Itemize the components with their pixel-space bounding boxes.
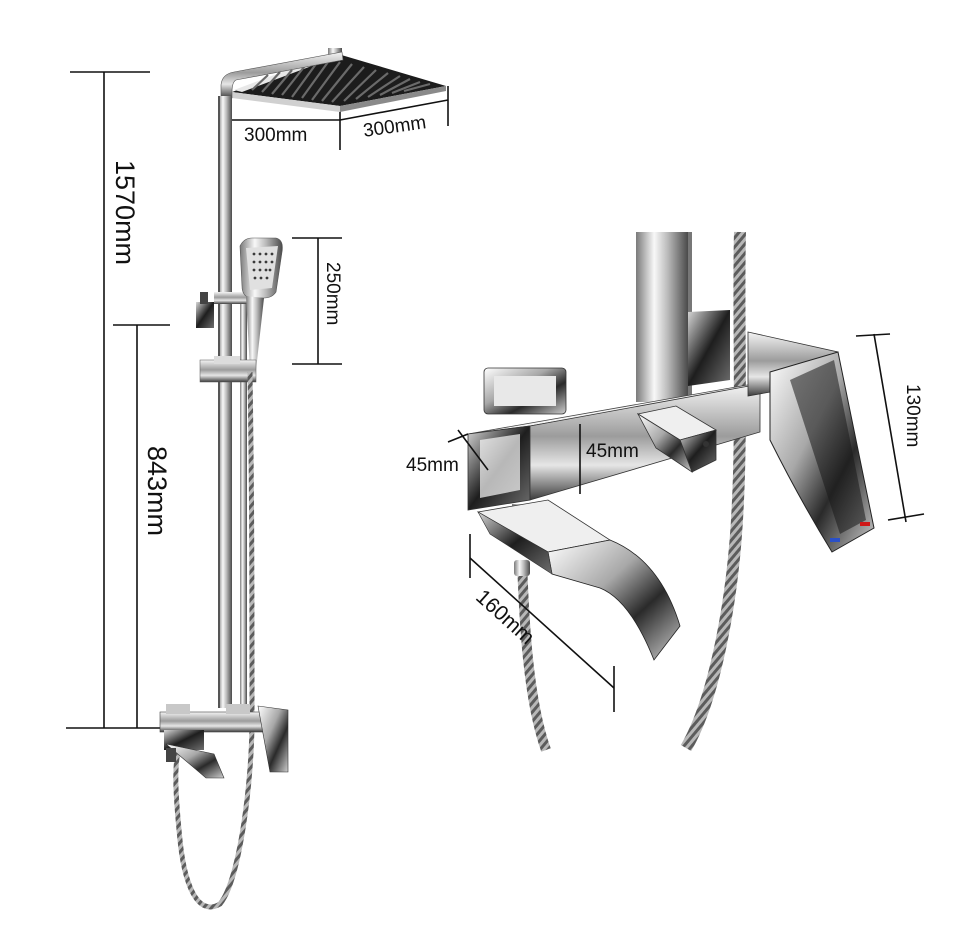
label-total-height: 1570mm	[110, 160, 140, 266]
label-valve-height: 843mm	[142, 446, 172, 537]
detail-lever-handle	[747, 331, 875, 553]
detail-spout	[476, 499, 681, 661]
dimension-line-body-depth	[447, 429, 489, 471]
detail-hose-left	[517, 559, 551, 752]
detail-diverter-knob	[636, 405, 718, 474]
label-handheld-length: 250mm	[322, 262, 343, 326]
label-head-width: 300mm	[244, 125, 308, 146]
label-valve-depth: 45mm	[406, 455, 459, 476]
mixer-valve	[159, 704, 289, 779]
shower-riser-pipe	[218, 51, 344, 708]
dimension-line-valve-height	[113, 324, 170, 728]
holder-bracket	[196, 292, 214, 328]
left-full-view	[66, 48, 449, 910]
right-detail-view	[447, 231, 925, 752]
detail-left-cap	[483, 367, 567, 415]
handheld-shower	[239, 237, 283, 370]
slider-clamp	[199, 356, 257, 383]
detail-hose-right	[680, 231, 746, 752]
label-valve-body-height: 45mm	[586, 441, 639, 462]
dimension-line-handheld	[292, 237, 342, 365]
detail-valve-body	[467, 371, 839, 511]
label-handle-height: 130mm	[902, 384, 923, 448]
detail-riser	[636, 232, 688, 402]
dimension-line-handle-height	[855, 333, 925, 523]
shower-hose	[173, 371, 255, 910]
dimension-line-total-height	[66, 71, 230, 729]
slide-bar	[214, 292, 254, 708]
dimension-line-spout	[469, 534, 615, 712]
